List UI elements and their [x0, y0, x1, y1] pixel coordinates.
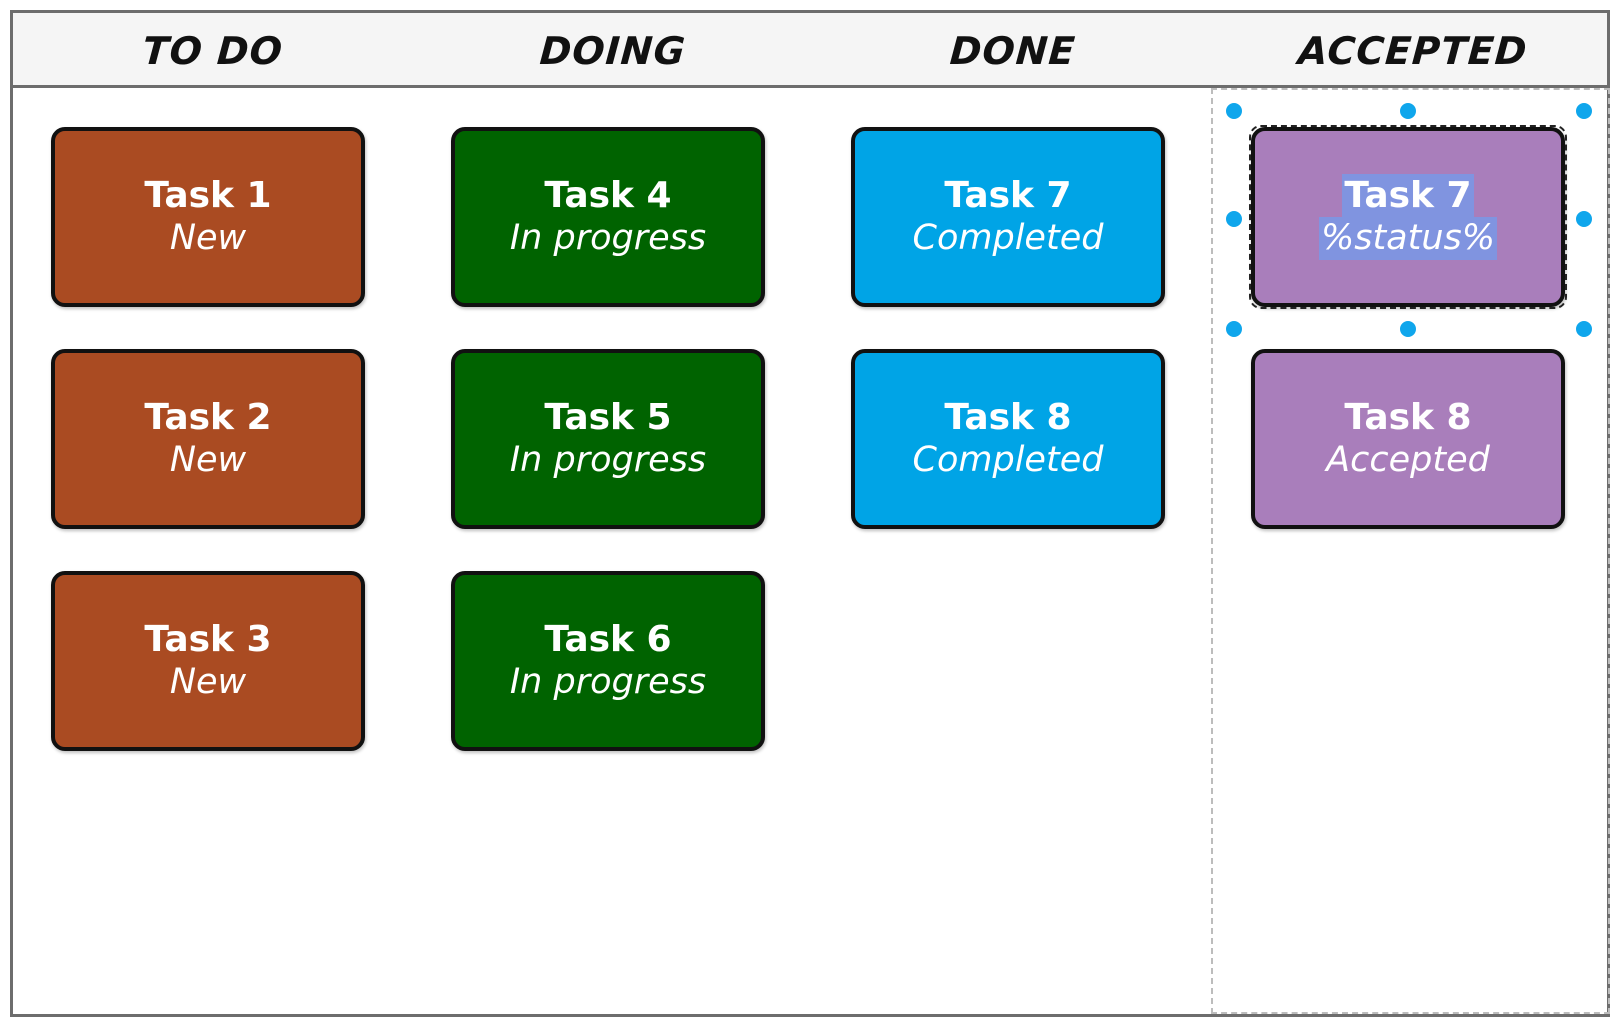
task-status: New [169, 218, 247, 258]
resize-handle-bottom-left[interactable] [1224, 319, 1244, 339]
task-status: New [169, 440, 247, 480]
task-title: Task 8 [944, 397, 1072, 438]
resize-handle-top-right[interactable] [1574, 101, 1594, 121]
task-title[interactable]: Task 7 [1342, 174, 1474, 217]
task-status: New [169, 662, 247, 702]
task-status-editing[interactable]: %status% [1318, 217, 1498, 260]
task-title: Task 3 [144, 619, 272, 660]
task-card[interactable]: Task 7 Completed [851, 127, 1165, 307]
task-title: Task 4 [544, 175, 672, 216]
column-title-todo[interactable]: TO DO [141, 29, 285, 73]
task-status: In progress [509, 662, 707, 702]
resize-handle-bottom-right[interactable] [1574, 319, 1594, 339]
task-card[interactable]: Task 2 New [51, 349, 365, 529]
resize-handle-left[interactable] [1224, 209, 1244, 229]
kanban-board: TO DO DOING DONE ACCEPTED Task 1 New Tas… [10, 10, 1610, 1017]
task-card[interactable]: Task 8 Accepted [1251, 349, 1565, 529]
task-title: Task 5 [544, 397, 672, 438]
task-card[interactable]: Task 6 In progress [451, 571, 765, 751]
task-status: Completed [912, 218, 1104, 258]
task-card[interactable]: Task 5 In progress [451, 349, 765, 529]
column-title-doing[interactable]: DOING [538, 29, 688, 73]
task-status: In progress [509, 440, 707, 480]
task-title: Task 6 [544, 619, 672, 660]
task-card-selected[interactable]: Task 7 %status% [1251, 127, 1565, 307]
task-title: Task 1 [144, 175, 272, 216]
task-card[interactable]: Task 3 New [51, 571, 365, 751]
task-title: Task 7 [944, 175, 1072, 216]
task-status: In progress [509, 218, 707, 258]
column-title-accepted[interactable]: ACCEPTED [1296, 29, 1530, 73]
task-card[interactable]: Task 1 New [51, 127, 365, 307]
resize-handle-right[interactable] [1574, 209, 1594, 229]
resize-handle-bottom[interactable] [1398, 319, 1418, 339]
board-header: TO DO DOING DONE ACCEPTED [13, 13, 1607, 88]
task-status: Completed [912, 440, 1104, 480]
resize-handle-top[interactable] [1398, 101, 1418, 121]
task-status: Accepted [1326, 440, 1490, 480]
task-title: Task 8 [1344, 397, 1472, 438]
task-card[interactable]: Task 4 In progress [451, 127, 765, 307]
task-title: Task 2 [144, 397, 272, 438]
column-title-done[interactable]: DONE [948, 29, 1078, 73]
resize-handle-top-left[interactable] [1224, 101, 1244, 121]
task-card[interactable]: Task 8 Completed [851, 349, 1165, 529]
column-accepted[interactable] [1211, 88, 1610, 1014]
